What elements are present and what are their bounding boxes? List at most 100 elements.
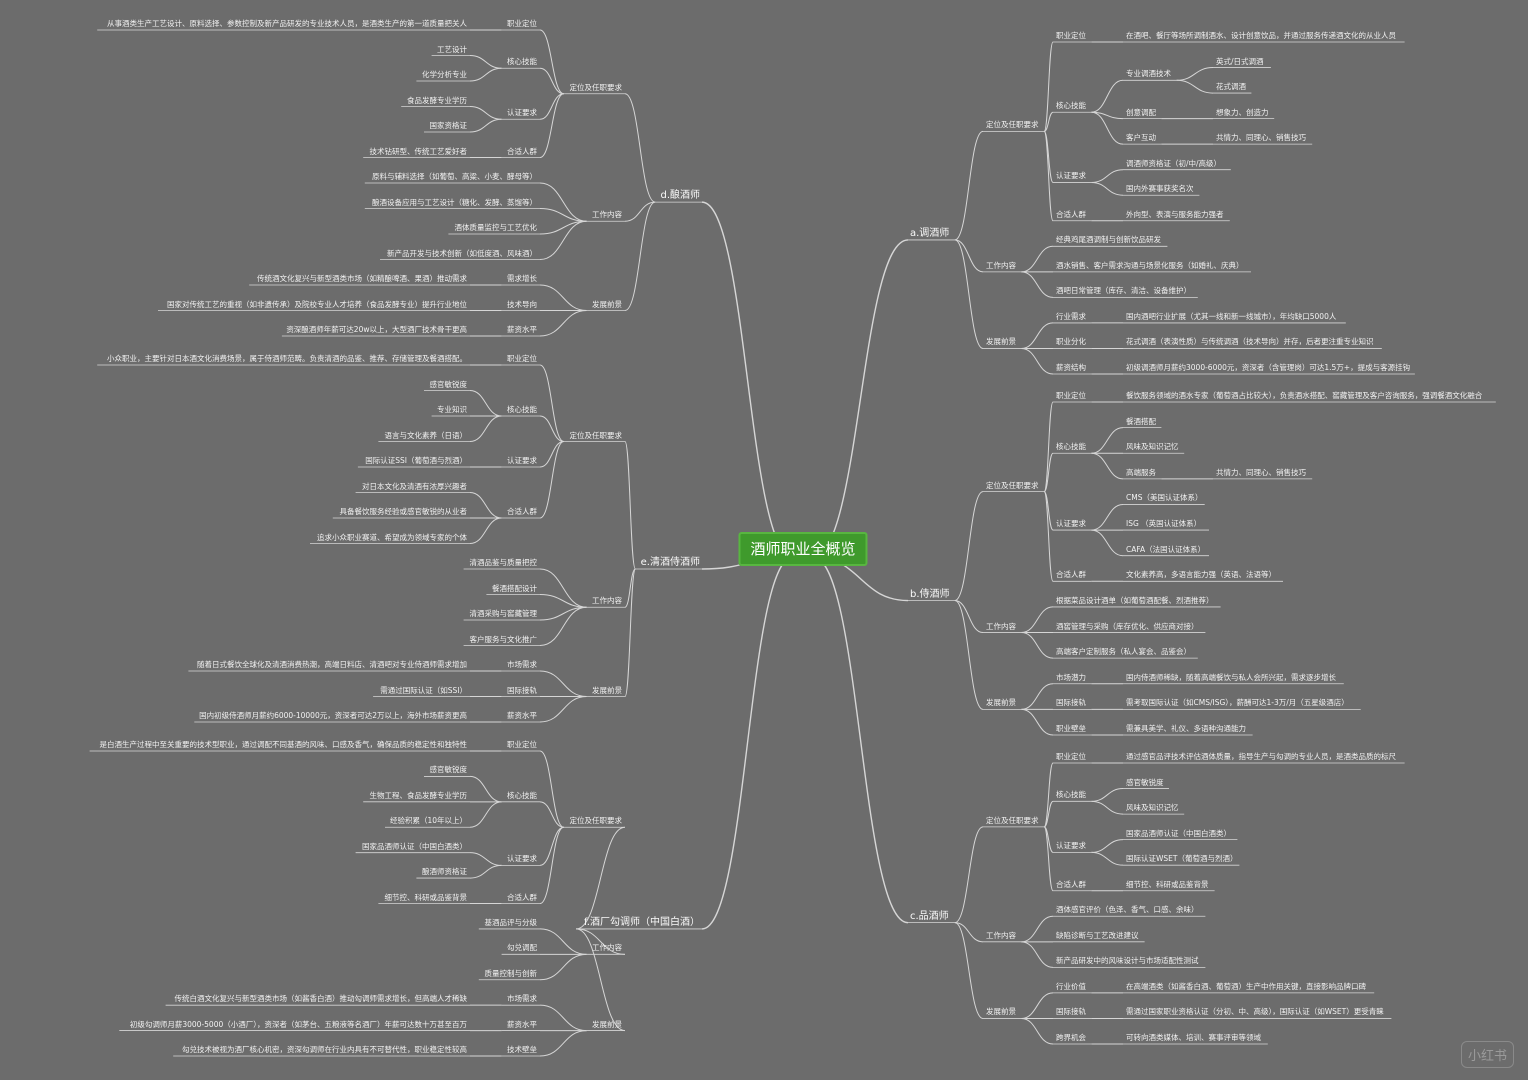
node-level-2[interactable]: 工作内容 <box>986 260 1016 270</box>
node-level-4[interactable]: 传统酒文化复兴与新型酒类市场（如精酿啤酒、果酒）推动需求 <box>257 274 467 283</box>
node-level-3[interactable]: 酒体质量监控与工艺优化 <box>454 223 538 232</box>
branch-f[interactable]: f.酒厂勾调师（中国白酒） <box>584 916 700 928</box>
branch-b[interactable]: b.侍酒师 <box>910 588 950 600</box>
node-level-3[interactable]: 新产品开发与技术创新（如低度酒、风味酒） <box>387 248 537 258</box>
node-level-4[interactable]: 资深酿酒师年薪可达20w以上，大型酒厂技术骨干更高 <box>286 325 467 334</box>
node-level-4[interactable]: 高端服务 <box>1126 467 1156 477</box>
node-level-5[interactable]: 花式调酒 <box>1216 82 1246 92</box>
node-level-3[interactable]: 认证要求 <box>1056 171 1086 181</box>
branch-c[interactable]: c.品酒师 <box>910 910 949 922</box>
node-level-2[interactable]: 发展前景 <box>592 1019 622 1029</box>
node-level-3[interactable]: 新产品研发中的风味设计与市场适配性测试 <box>1056 956 1199 966</box>
node-level-2[interactable]: 工作内容 <box>592 943 622 953</box>
node-level-2[interactable]: 定位及任职要求 <box>986 120 1039 130</box>
node-level-3[interactable]: 核心技能 <box>1056 101 1086 111</box>
branch-a[interactable]: a.调酒师 <box>910 227 950 239</box>
node-level-2[interactable]: 发展前景 <box>592 299 622 309</box>
node-level-4[interactable]: 可转向酒类媒体、培训、赛事评审等领域 <box>1126 1033 1261 1042</box>
node-level-3[interactable]: 客户服务与文化推广 <box>469 634 538 644</box>
node-level-3[interactable]: 职业定位 <box>1056 752 1086 761</box>
node-level-3[interactable]: 认证要求 <box>1056 841 1086 851</box>
node-level-4[interactable]: 对日本文化及清酒有浓厚兴趣者 <box>362 481 467 491</box>
node-level-5[interactable]: 共情力、同理心、销售技巧 <box>1216 133 1306 143</box>
node-level-3[interactable]: 合适人群 <box>507 146 537 156</box>
node-level-4[interactable]: 需考取国际认证（如CMS/ISG），薪酬可达1-3万/月（五星级酒店） <box>1126 698 1349 708</box>
node-level-4[interactable]: 感官敏锐度 <box>1126 777 1164 787</box>
node-level-4[interactable]: 餐酒搭配 <box>1126 416 1156 426</box>
node-level-4[interactable]: 语言与文化素养（日语） <box>384 430 468 440</box>
node-level-3[interactable]: 国际接轨 <box>1056 698 1086 708</box>
node-level-3[interactable]: 职业定位 <box>507 19 537 28</box>
node-level-3[interactable]: 市场潜力 <box>1056 672 1086 682</box>
node-level-3[interactable]: 认证要求 <box>507 108 537 118</box>
node-level-4[interactable]: 专业知识 <box>437 405 467 414</box>
node-level-3[interactable]: 薪资水平 <box>507 325 537 334</box>
node-level-3[interactable]: 跨界机会 <box>1056 1033 1086 1042</box>
node-level-3[interactable]: 职业定位 <box>1056 391 1086 400</box>
node-level-3[interactable]: 基酒品评与分级 <box>484 917 538 927</box>
node-level-4[interactable]: 传统白酒文化复兴与新型酒类市场（如酱香白酒）推动勾调师需求增长，但高端人才稀缺 <box>174 994 468 1004</box>
node-level-4[interactable]: 餐饮服务领域的酒水专家（葡萄酒占比较大），负责酒水搭配、窖藏管理及客户咨询服务，… <box>1126 391 1483 400</box>
node-level-2[interactable]: 定位及任职要求 <box>986 815 1039 825</box>
node-level-5[interactable]: 想象力、创造力 <box>1216 107 1269 117</box>
node-level-3[interactable]: 薪资水平 <box>507 711 537 720</box>
node-level-4[interactable]: 国家对传统工艺的重视（如非遗传承）及院校专业人才培养（食品发酵专业）提升行业地位 <box>167 299 467 309</box>
node-level-2[interactable]: 发展前景 <box>986 1007 1016 1017</box>
node-level-3[interactable]: 认证要求 <box>507 854 537 864</box>
branch-e[interactable]: e.清酒侍酒师 <box>640 556 700 568</box>
node-level-2[interactable]: 定位及任职要求 <box>569 430 623 440</box>
node-level-3[interactable]: 核心技能 <box>1056 442 1086 452</box>
node-level-4[interactable]: 国家资格证 <box>429 121 468 130</box>
node-level-4[interactable]: 国内酒吧行业扩展（尤其一线和新一线城市），年均缺口5000人 <box>1126 311 1337 321</box>
node-level-3[interactable]: 酒体感官评价（色泽、香气、口感、余味） <box>1056 905 1199 915</box>
node-level-2[interactable]: 工作内容 <box>592 210 622 220</box>
node-level-4[interactable]: 需通过国家职业资格认证（分初、中、高级），国际认证（如WSET）更受青睐 <box>1126 1007 1384 1017</box>
node-level-4[interactable]: 通过感官品评技术评估酒体质量，指导生产与勾调的专业人员，是酒类品质的标尺 <box>1126 752 1396 761</box>
node-level-4[interactable]: 国内初级侍酒师月薪约6000-10000元，资深者可达2万以上，海外市场薪资更高 <box>199 711 467 720</box>
node-level-4[interactable]: ISG （英国认证体系） <box>1126 519 1202 529</box>
node-level-4[interactable]: CAFA（法国认证体系） <box>1126 544 1206 554</box>
root-node[interactable]: 酒师职业全概览 <box>738 532 868 566</box>
node-level-4[interactable]: 需兼具美学、礼仪、多语种沟通能力 <box>1126 724 1246 733</box>
node-level-3[interactable]: 勾兑调配 <box>507 943 537 953</box>
node-level-4[interactable]: 工艺设计 <box>437 44 467 54</box>
node-level-4[interactable]: 化学分析专业 <box>422 70 467 79</box>
node-level-3[interactable]: 根据菜品设计酒单（如葡萄酒配餐、烈酒推荐） <box>1056 595 1214 605</box>
node-level-2[interactable]: 发展前景 <box>592 685 622 695</box>
node-level-3[interactable]: 合适人群 <box>1056 570 1086 580</box>
node-level-2[interactable]: 工作内容 <box>592 596 622 606</box>
node-level-2[interactable]: 工作内容 <box>986 621 1016 631</box>
node-level-2[interactable]: 工作内容 <box>986 930 1016 940</box>
node-level-3[interactable]: 缺陷诊断与工艺改进建议 <box>1056 930 1139 940</box>
node-level-4[interactable]: 国家品酒师认证（中国白酒类） <box>1126 828 1231 838</box>
node-level-4[interactable]: 国内侍酒师稀缺，随着高端餐饮与私人会所兴起，需求逐步增长 <box>1126 672 1336 682</box>
node-level-4[interactable]: 国际认证SSI（葡萄酒与烈酒） <box>365 456 467 465</box>
node-level-4[interactable]: 需通过国际认证（如SSI） <box>380 685 467 695</box>
node-level-4[interactable]: 细节控、科研或品鉴背景 <box>384 892 468 902</box>
node-level-4[interactable]: 技术钻研型、传统工艺爱好者 <box>369 146 468 156</box>
node-level-3[interactable]: 需求增长 <box>507 274 537 283</box>
node-level-3[interactable]: 职业定位 <box>1056 31 1086 40</box>
node-level-3[interactable]: 薪资结构 <box>1056 363 1086 372</box>
node-level-4[interactable]: 随着日式餐饮全球化及清酒消费热潮，高端日料店、清酒吧对专业侍酒师需求增加 <box>197 660 467 669</box>
node-level-3[interactable]: 清酒采购与窖藏管理 <box>469 609 538 618</box>
node-level-4[interactable]: 经验积累（10年以上） <box>389 816 467 826</box>
node-level-4[interactable]: 创意调配 <box>1126 107 1156 117</box>
node-level-3[interactable]: 经典鸡尾酒调制与创新饮品研发 <box>1056 235 1161 245</box>
node-level-3[interactable]: 清酒品鉴与质量把控 <box>469 558 538 567</box>
node-level-3[interactable]: 合适人群 <box>1056 879 1086 889</box>
node-level-4[interactable]: 感官敏锐度 <box>429 765 468 775</box>
node-level-3[interactable]: 核心技能 <box>507 790 537 800</box>
node-level-3[interactable]: 核心技能 <box>507 57 537 67</box>
node-level-2[interactable]: 定位及任职要求 <box>569 816 623 826</box>
node-level-3[interactable]: 市场需求 <box>507 660 537 669</box>
node-level-4[interactable]: 调酒师资格证（初/中/高级） <box>1126 158 1222 168</box>
node-level-4[interactable]: 勾兑技术被视为酒厂核心机密，资深勾调师在行业内具有不可替代性，职业稳定性较高 <box>182 1045 467 1054</box>
node-level-2[interactable]: 定位及任职要求 <box>569 82 623 92</box>
node-level-5[interactable]: 共情力、同理心、销售技巧 <box>1216 467 1306 477</box>
node-level-3[interactable]: 技术导向 <box>507 299 537 309</box>
node-level-3[interactable]: 核心技能 <box>1056 790 1086 800</box>
node-level-3[interactable]: 国际接轨 <box>1056 1007 1086 1017</box>
node-level-3[interactable]: 餐酒搭配设计 <box>492 583 537 593</box>
node-level-2[interactable]: 定位及任职要求 <box>986 480 1039 490</box>
